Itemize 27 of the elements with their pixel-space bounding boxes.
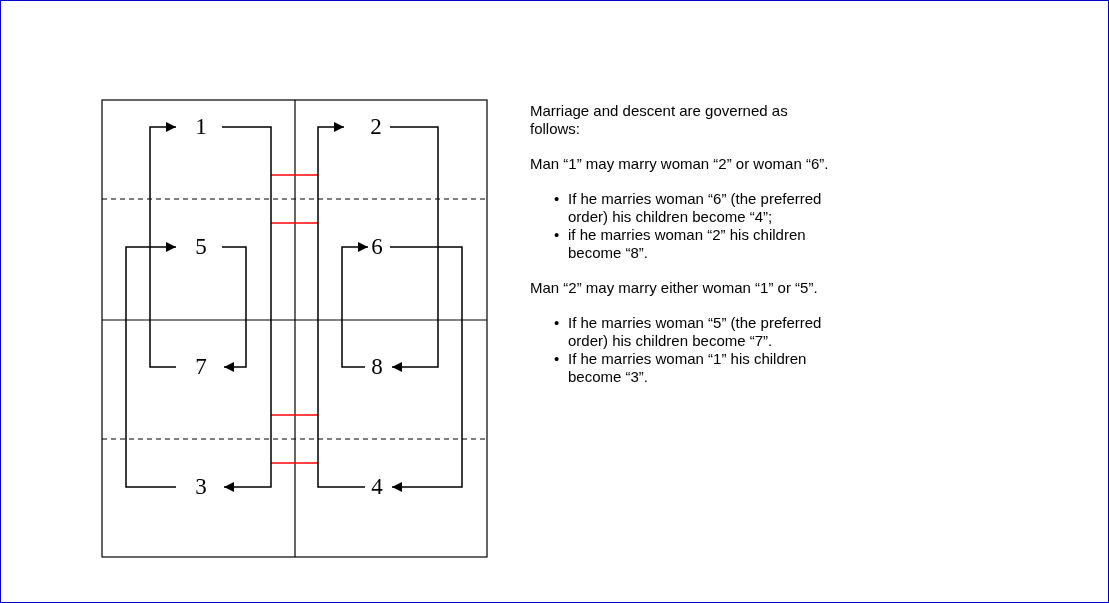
list-item-text: If he marries woman “5” (the preferred order) his children become “7”.	[568, 314, 823, 350]
bullet: •	[554, 314, 561, 332]
kin-number: 1	[176, 114, 222, 140]
list-item-text: if he marries woman “2” his children become “8”.	[568, 226, 807, 262]
list-item-text: If he marries woman “1” his children become “3”.	[568, 350, 808, 386]
arrow	[149, 122, 177, 368]
bullet: •	[554, 350, 561, 368]
kin-number: 7	[176, 354, 224, 380]
kin-number: 5	[176, 234, 222, 260]
kin-number: 3	[176, 474, 224, 500]
arrow	[341, 242, 369, 368]
kin-number: 4	[365, 474, 392, 500]
list-item-text: If he marries woman “6” (the preferred order) his children become “4”;	[568, 190, 823, 226]
arrow	[317, 122, 366, 488]
arrow	[221, 126, 272, 492]
bullet: •	[554, 226, 561, 244]
kin-number: 2	[344, 114, 390, 140]
kin-number: 6	[368, 234, 390, 260]
arrow	[125, 242, 177, 488]
kin-number: 8	[365, 354, 392, 380]
paragraph: Man “1” may marry woman “2” or woman “6”.	[530, 155, 830, 173]
arrow	[389, 126, 439, 372]
bullet: •	[554, 190, 561, 208]
arrow	[389, 246, 463, 492]
paragraph: Man “2” may marry either woman “1” or “5”.	[530, 279, 819, 297]
arrow	[221, 246, 247, 372]
paragraph: Marriage and descent are governed as follows:	[530, 102, 789, 138]
